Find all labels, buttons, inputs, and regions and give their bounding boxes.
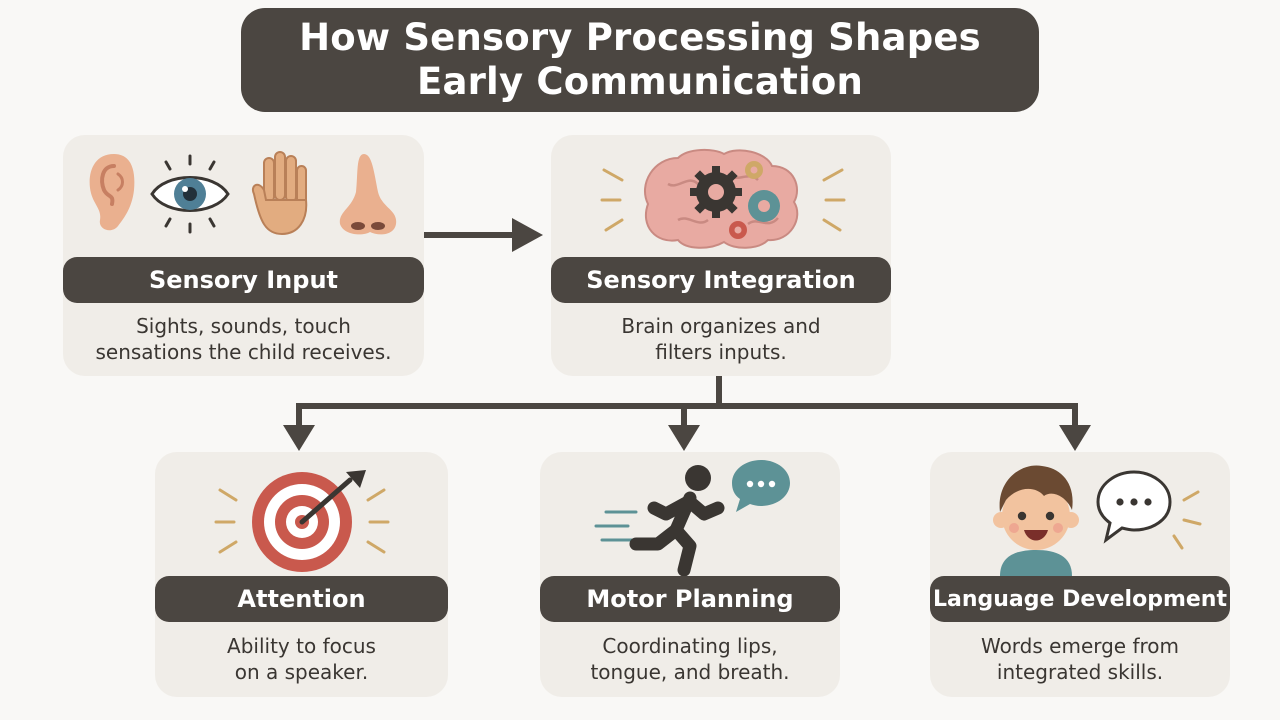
desc-sensory-integration: Brain organizes and filters inputs. bbox=[551, 313, 891, 365]
desc-attention-line1: Ability to focus bbox=[227, 634, 376, 658]
desc-language-development-line1: Words emerge from bbox=[980, 634, 1180, 658]
arrowhead-motor-planning bbox=[668, 425, 700, 451]
label-sensory-input: Sensory Input bbox=[63, 257, 424, 303]
brain-gears-icon bbox=[600, 148, 846, 249]
desc-sensory-input: Sights, sounds, touch sensations the chi… bbox=[63, 313, 424, 365]
arrowhead-integration bbox=[512, 218, 543, 252]
desc-language-development: Words emerge from integrated skills. bbox=[930, 633, 1230, 685]
ear-icon bbox=[89, 154, 135, 231]
desc-motor-planning: Coordinating lips, tongue, and breath. bbox=[540, 633, 840, 685]
label-language-development: Language Development bbox=[930, 576, 1230, 622]
desc-attention-line2: on a speaker. bbox=[234, 660, 369, 684]
speech-bubble-icon bbox=[1096, 470, 1202, 550]
desc-sensory-integration-line2: filters inputs. bbox=[655, 340, 787, 364]
eye-icon bbox=[150, 154, 230, 234]
desc-motor-planning-line2: tongue, and breath. bbox=[590, 660, 790, 684]
speech-bubble-icon bbox=[732, 460, 790, 512]
node-language-development bbox=[930, 452, 1230, 697]
desc-motor-planning-line1: Coordinating lips, bbox=[602, 634, 778, 658]
label-sensory-integration: Sensory Integration bbox=[551, 257, 891, 303]
desc-sensory-input-line1: Sights, sounds, touch bbox=[136, 314, 351, 338]
arrowhead-attention bbox=[283, 425, 315, 451]
desc-sensory-integration-line1: Brain organizes and bbox=[621, 314, 821, 338]
title-line-1: How Sensory Processing Shapes bbox=[299, 16, 981, 59]
desc-sensory-input-line2: sensations the child receives. bbox=[95, 340, 392, 364]
arrowhead-language bbox=[1059, 425, 1091, 451]
diagram-title: How Sensory Processing Shapes Early Comm… bbox=[241, 8, 1039, 112]
label-motor-planning: Motor Planning bbox=[540, 576, 840, 622]
desc-language-development-line2: integrated skills. bbox=[996, 660, 1164, 684]
nose-icon bbox=[339, 154, 397, 235]
running-person-icon bbox=[594, 465, 725, 577]
target-icon bbox=[214, 470, 390, 572]
title-line-2: Early Communication bbox=[416, 60, 864, 103]
child-face-icon bbox=[993, 465, 1079, 576]
hand-icon bbox=[252, 151, 308, 236]
label-attention: Attention bbox=[155, 576, 448, 622]
desc-attention: Ability to focus on a speaker. bbox=[155, 633, 448, 685]
